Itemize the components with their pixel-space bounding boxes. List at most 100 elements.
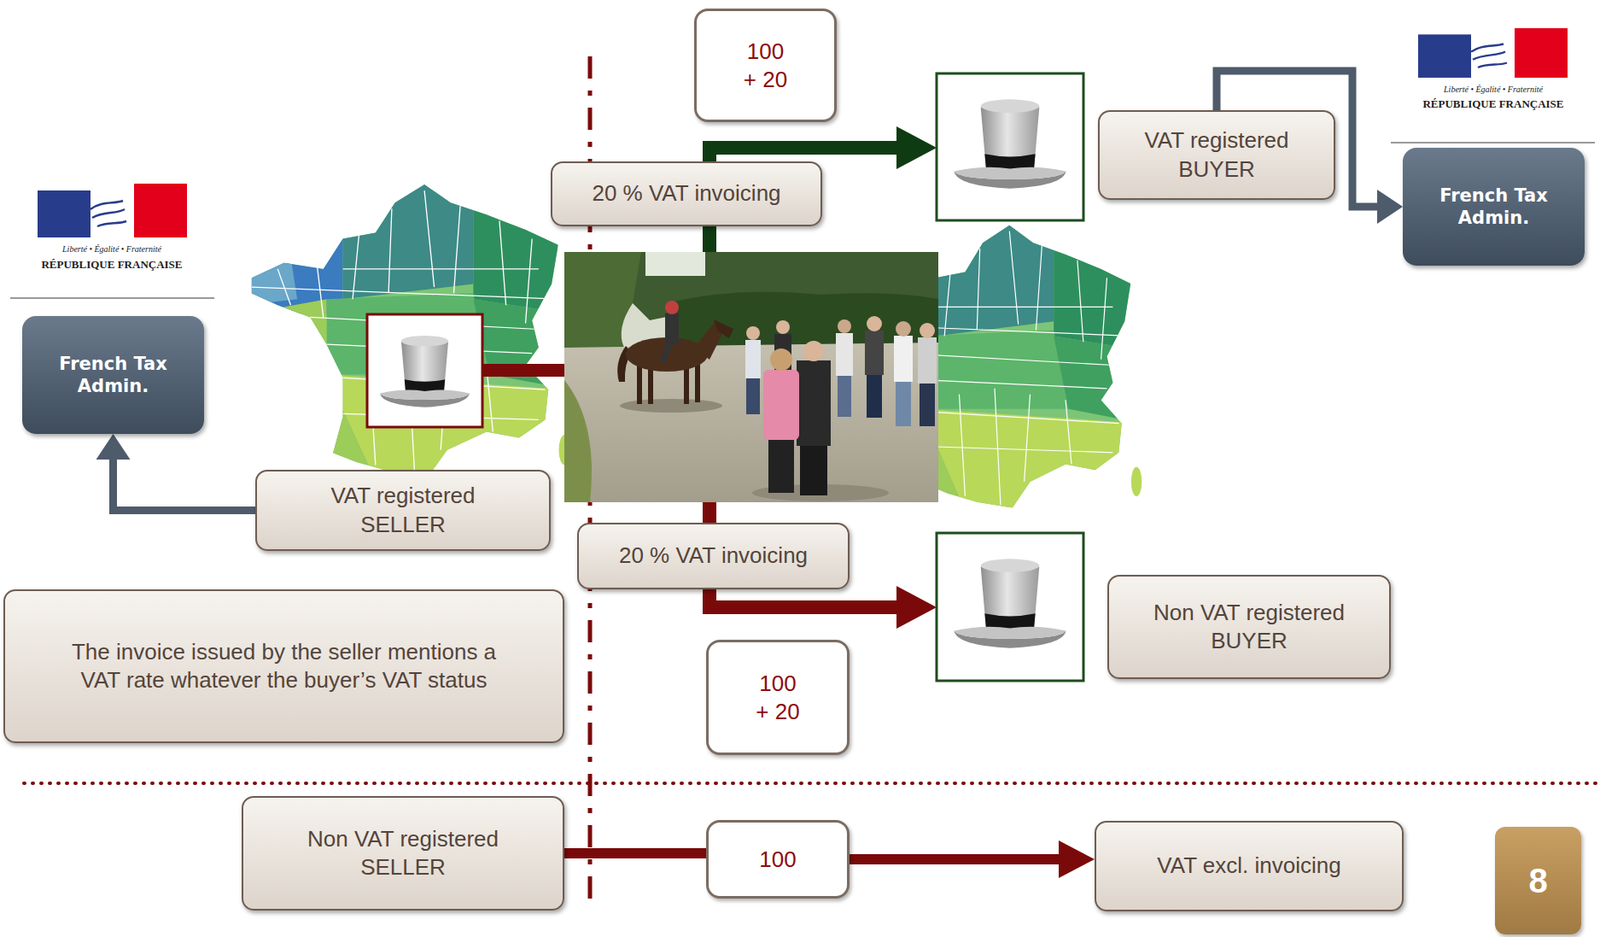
photo-part-part xyxy=(803,340,824,362)
photo-part-part xyxy=(694,362,701,403)
process-box: VAT registered BUYER xyxy=(1097,110,1336,200)
photo-part-part xyxy=(835,332,853,376)
logo-line-part xyxy=(10,297,215,299)
republic-logo-part xyxy=(37,183,187,238)
photo-part-part xyxy=(917,337,937,384)
process-box: Non VAT registered BUYER xyxy=(1107,574,1391,679)
photo-part-part xyxy=(564,251,642,357)
process-box: The invoice issued by the seller mention… xyxy=(3,589,565,743)
node-text: 100 xyxy=(759,845,796,874)
republic-logo-part-part xyxy=(90,200,127,227)
republic-logo-part-part xyxy=(1514,28,1568,78)
photo-part-part xyxy=(768,439,795,493)
republic-logo-part-part xyxy=(122,183,135,238)
process-box: Non VAT registered SELLER xyxy=(241,795,565,911)
connector xyxy=(96,433,257,511)
photo-part-part xyxy=(895,321,911,337)
photo-part-part xyxy=(713,319,734,339)
republic-logo-part-part xyxy=(1503,28,1515,78)
photo-part-part xyxy=(659,340,674,363)
photo-part-part xyxy=(919,322,935,339)
separator-lines xyxy=(23,56,1600,909)
photo-part-part xyxy=(564,251,939,503)
republic-logo-part-part xyxy=(1471,43,1507,68)
photo-part-part xyxy=(770,348,793,371)
photo-part-part xyxy=(625,337,708,372)
photo-part-part xyxy=(763,369,800,440)
republic-logo-part xyxy=(1418,28,1568,78)
amount-box: 100 + 20 xyxy=(694,8,837,123)
photo-part-part xyxy=(864,330,884,375)
node-text: Non VAT registered BUYER xyxy=(1138,598,1361,655)
france-map-part xyxy=(245,178,572,480)
amount-box: 100 + 20 xyxy=(706,639,850,755)
page-number: 8 xyxy=(1494,826,1582,935)
hat-box-part xyxy=(953,99,1066,189)
republic-logo-part-part xyxy=(134,183,187,238)
authority-box: French Tax Admin. xyxy=(22,315,205,434)
photo-part-part xyxy=(645,251,706,276)
node-text: VAT registered BUYER xyxy=(1109,126,1324,183)
goods-flow-part xyxy=(896,126,937,170)
separator-lines-part xyxy=(23,781,1600,785)
photo-part-part xyxy=(619,398,723,413)
hat-box-part xyxy=(367,314,483,427)
photo-part-part xyxy=(776,320,790,334)
hat-box-part xyxy=(379,335,470,408)
goods-flow-part xyxy=(482,363,568,377)
photo-part-part xyxy=(866,374,882,418)
node-text: Non VAT registered SELLER xyxy=(291,824,514,882)
logo-motto: Liberté • Égalité • Fraternité xyxy=(62,244,162,254)
authority-box: French Tax Admin. xyxy=(1402,147,1585,266)
connector-line xyxy=(564,847,707,859)
photo-part-part xyxy=(837,375,852,417)
connector-line xyxy=(113,455,257,511)
photo-part-part xyxy=(866,315,882,332)
republic-logo-part-part xyxy=(37,190,91,238)
node-text: French Tax Admin. xyxy=(40,352,187,398)
node-text: 20 % VAT invoicing xyxy=(618,541,808,570)
connector xyxy=(564,852,707,854)
logo-title: RÉPUBLIQUE FRANÇAISE xyxy=(40,257,182,272)
process-box: 20 % VAT invoicing xyxy=(550,161,823,227)
node-text: The invoice issued by the seller mention… xyxy=(59,637,509,695)
photo-part-part xyxy=(893,335,913,382)
connector xyxy=(849,840,1095,878)
photo-part-part xyxy=(895,381,911,427)
photo-part xyxy=(564,251,939,503)
node-text: 20 % VAT invoicing xyxy=(591,179,781,208)
photo-part-part xyxy=(745,339,761,379)
photo-part-part xyxy=(919,383,935,427)
hat-box-part xyxy=(936,73,1084,221)
logo-title: RÉPUBLIQUE FRANÇAISE xyxy=(1422,97,1564,111)
republic-logo-part-part xyxy=(1418,34,1472,78)
photo-part-part xyxy=(796,360,831,446)
node-text: VAT registered SELLER xyxy=(296,481,510,538)
photo-part-part xyxy=(800,445,828,496)
arrowhead xyxy=(1377,189,1403,224)
photo-part-part xyxy=(746,378,760,415)
arrowhead xyxy=(1058,840,1095,878)
photo-part-part xyxy=(564,379,592,503)
process-box: VAT registered SELLER xyxy=(255,469,551,551)
arrowhead xyxy=(96,433,131,460)
photo-part-part xyxy=(665,300,679,315)
goods-flow-part xyxy=(896,585,937,629)
france-map xyxy=(245,178,1143,511)
node-text: 100 + 20 xyxy=(741,37,790,94)
connector-line xyxy=(849,853,1064,865)
photo-part-part xyxy=(746,326,760,340)
hat-box-part xyxy=(953,558,1066,649)
node-text: 8 xyxy=(1528,861,1548,900)
node-text: French Tax Admin. xyxy=(1421,184,1567,230)
hat-box-part xyxy=(936,532,1084,681)
photo-part-part xyxy=(837,319,852,333)
process-box: VAT excl. invoicing xyxy=(1094,820,1404,911)
photo xyxy=(564,251,939,503)
amount-box: 100 xyxy=(706,819,850,899)
photo-part-part xyxy=(665,313,679,345)
logo-line-part xyxy=(1390,141,1595,144)
